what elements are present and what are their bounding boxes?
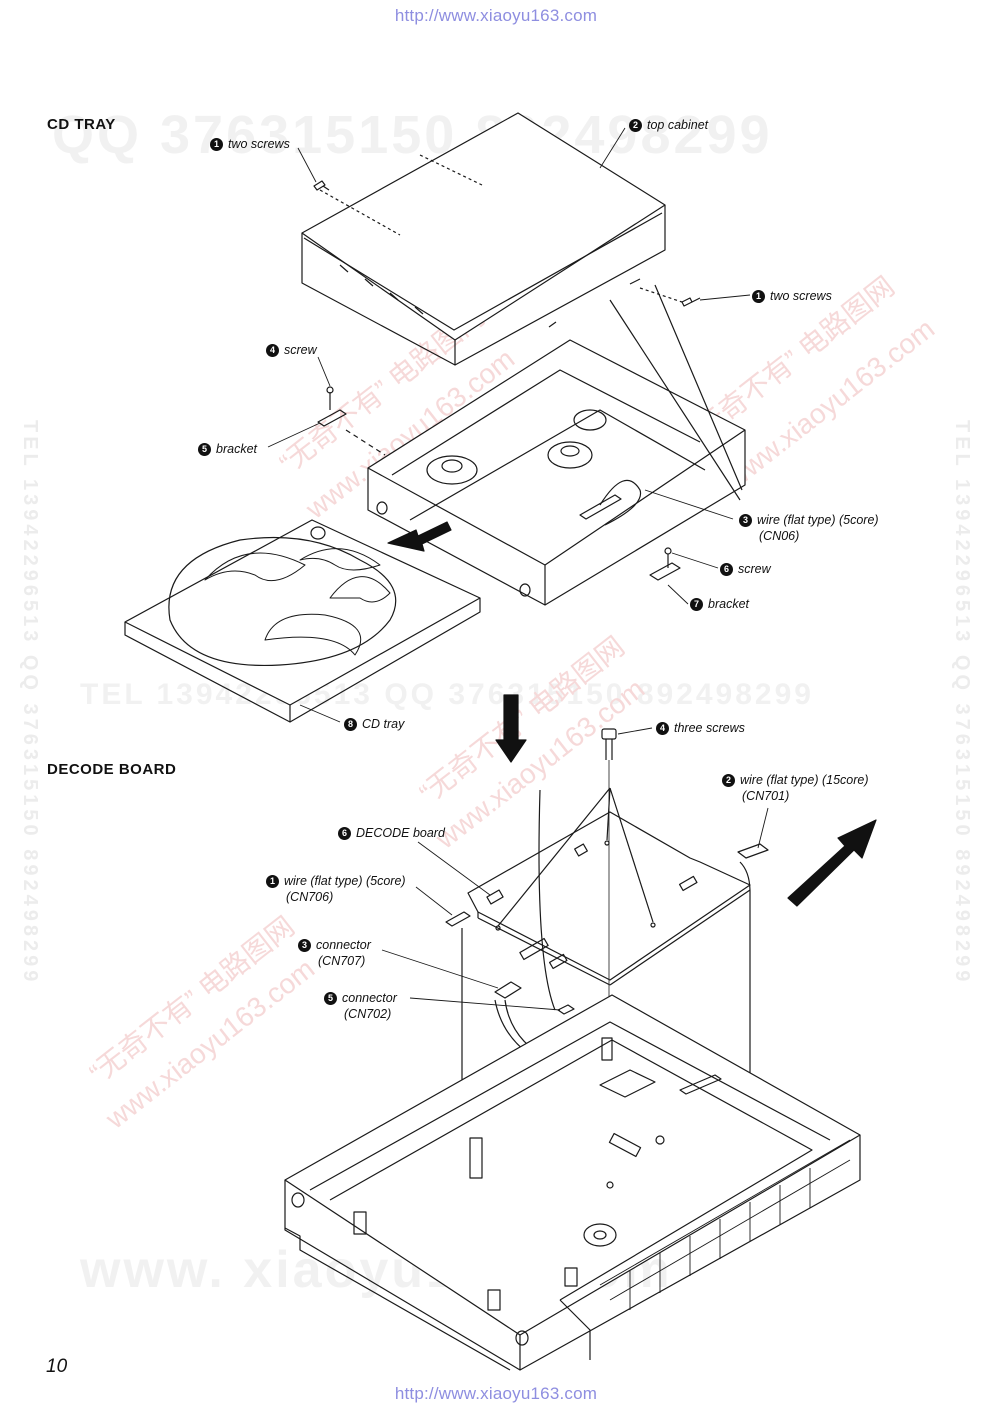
bracket-right-drawing [649, 547, 681, 581]
flat-wire-cn706 [445, 911, 471, 1108]
cabinet-screws [313, 180, 701, 307]
watermark-tel: TEL 13942296513 QQ 376315150 892498299 [80, 678, 814, 711]
callout-number: 4 [266, 344, 279, 357]
watermark-side-left: TEL 13942296513 QQ 376315150 892498299 [19, 420, 41, 986]
callout-number: 6 [338, 827, 351, 840]
cd-tray-title: CD TRAY [47, 116, 116, 133]
three-screws-drawing [601, 728, 617, 1040]
callout-number: 3 [298, 939, 311, 952]
callout-number: 8 [344, 718, 357, 731]
callout-number: 5 [324, 992, 337, 1005]
decode-leader-lines [381, 727, 769, 1011]
page-number: 10 [46, 1356, 68, 1377]
callout-number: 1 [266, 875, 279, 888]
callout-number: 1 [752, 290, 765, 303]
callout-number: 1 [210, 138, 223, 151]
top-cabinet-drawing [301, 112, 666, 366]
decode-board-title: DECODE BOARD [47, 761, 177, 778]
callout-number: 3 [739, 514, 752, 527]
cd-tray-leader-lines [267, 127, 751, 723]
down-arrow [495, 694, 527, 763]
base-chassis-drawing [284, 994, 861, 1371]
callout-number: 6 [720, 563, 733, 576]
callout-number: 5 [198, 443, 211, 456]
watermark-side-right: TEL 13942296513 QQ 376315150 892498299 [951, 420, 973, 986]
watermark-qq: QQ 376315150 892498299 [52, 105, 773, 165]
bracket-left-drawing [317, 386, 386, 456]
callout-number: 7 [690, 598, 703, 611]
header-url[interactable]: http://www.xiaoyu163.com [394, 6, 598, 25]
tray-direction-arrow [387, 521, 452, 552]
cd-mechanism-chassis [367, 284, 746, 606]
board-direction-arrow [787, 819, 877, 907]
callout-number: 2 [629, 119, 642, 132]
callout-number: 2 [722, 774, 735, 787]
cd-tray-drawing [124, 519, 481, 723]
footer-url[interactable]: http://www.xiaoyu163.com [394, 1384, 598, 1403]
callout-number: 4 [656, 722, 669, 735]
